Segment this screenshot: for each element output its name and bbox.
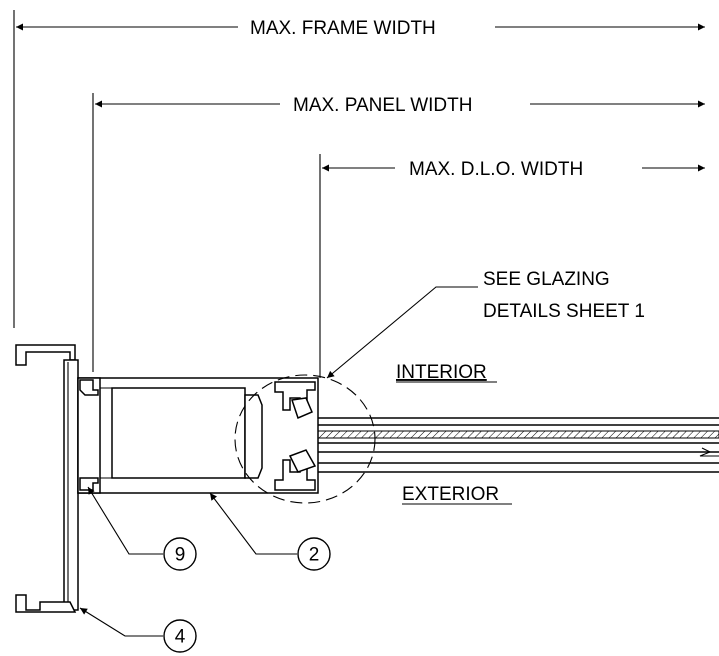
callout-9-leader [87, 486, 163, 555]
interior-gasket [291, 397, 313, 420]
panel-glazing-leg [244, 394, 263, 479]
glazing-note-line2: DETAILS SHEET 1 [483, 301, 645, 322]
glazing-stop-interior [274, 381, 316, 420]
frame-bottom-flange [15, 594, 77, 613]
frame-width-dimension: MAX. FRAME WIDTH [13, 10, 705, 328]
glazing-note-line1: SEE GLAZING [483, 269, 610, 290]
callout-2-number: 2 [309, 545, 320, 566]
callout-9-number: 9 [175, 545, 186, 566]
dlo-width-label: MAX. D.L.O. WIDTH [409, 159, 583, 180]
glazing-stop-exterior [274, 449, 317, 491]
callout-2-leader [209, 492, 297, 555]
exterior-label: EXTERIOR [402, 484, 499, 505]
interior-label: INTERIOR [396, 362, 487, 383]
weatherstrip-bottom [79, 477, 99, 491]
panel-profile [77, 377, 319, 494]
weatherstrip [79, 379, 99, 491]
laminated-interlayer [271, 430, 719, 439]
exterior-gasket [288, 449, 317, 473]
glass-break-symbol [699, 447, 719, 457]
frame-width-label: MAX. FRAME WIDTH [250, 18, 436, 39]
glazing-note: SEE GLAZING DETAILS SHEET 1 [326, 269, 645, 379]
callout-2: 2 [297, 537, 331, 571]
panel-hollow-chamber [111, 387, 246, 479]
panel-width-label: MAX. PANEL WIDTH [293, 95, 472, 116]
callout-9: 9 [163, 537, 197, 571]
outer-frame-profile [15, 344, 79, 613]
frame-top-flange [15, 344, 76, 366]
glazing-detail-circle [234, 374, 376, 504]
callout-4: 4 [163, 619, 197, 653]
glass-unit [257, 417, 719, 473]
frame-web [63, 359, 79, 611]
callout-4-leader [79, 607, 163, 637]
weatherstrip-top [79, 379, 99, 396]
glazing-note-leader [326, 286, 478, 379]
dlo-width-dimension: MAX. D.L.O. WIDTH [319, 154, 705, 378]
callout-4-number: 4 [175, 627, 186, 648]
panel-width-dimension: MAX. PANEL WIDTH [92, 93, 705, 372]
